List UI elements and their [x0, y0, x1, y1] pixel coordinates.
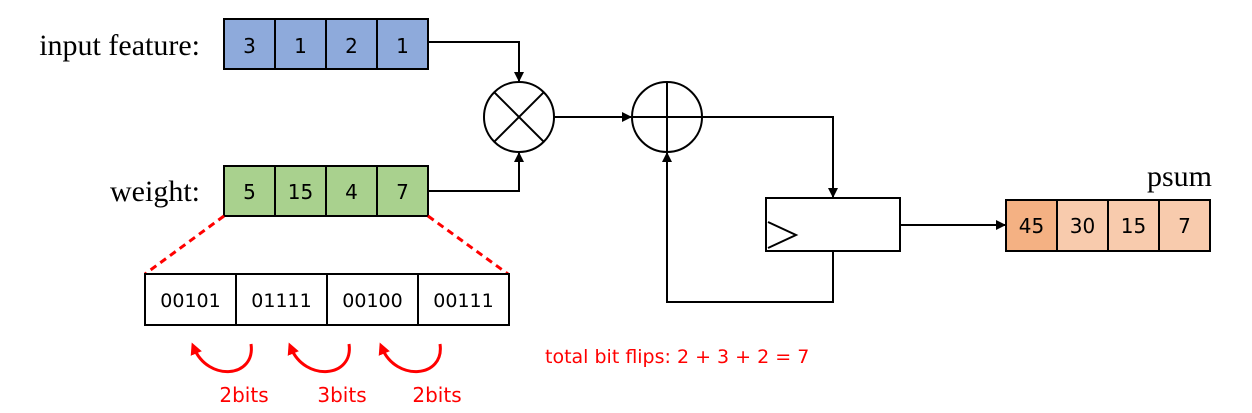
- weight-label: weight:: [110, 175, 200, 208]
- weight-value: 5: [243, 180, 256, 204]
- input-cell: [223, 18, 276, 70]
- clock-triangle-icon: [767, 221, 799, 249]
- psum-label: psum: [1147, 160, 1212, 193]
- psum-cell: [1107, 199, 1160, 252]
- wire-input-to-multiplier: [428, 41, 524, 82]
- multiplier: [483, 81, 555, 153]
- input-value: 3: [243, 34, 256, 58]
- flip-label: 2bits: [219, 383, 268, 407]
- weight-value: 4: [345, 180, 358, 204]
- input-feature-label: input feature:: [39, 29, 200, 62]
- input-value: 1: [396, 34, 409, 58]
- psum-value: 7: [1178, 214, 1191, 238]
- psum-cell: [1005, 199, 1058, 252]
- bits-cell: [417, 273, 510, 326]
- input-value: 2: [345, 34, 358, 58]
- psum-register: 45 30 15 7: [1005, 199, 1211, 252]
- input-feature-register: 3 1 2 1: [223, 18, 429, 70]
- zoom-line-right: [427, 214, 509, 276]
- accumulator-register: [765, 197, 901, 252]
- psum-cell: [1056, 199, 1109, 252]
- bits-cell: [144, 273, 237, 326]
- zoom-line-left: [144, 214, 225, 276]
- weight-bits-register: 00101 01111 00100 00111: [144, 273, 510, 326]
- input-cell: [325, 18, 378, 70]
- input-cell: [274, 18, 327, 70]
- wire-feedback-to-adder: [662, 152, 834, 303]
- weight-cell: [274, 165, 327, 217]
- input-cell: [376, 18, 429, 70]
- psum-cell: [1158, 199, 1211, 252]
- flip-arrow: [190, 342, 253, 374]
- wire-weight-to-multiplier: [428, 152, 524, 192]
- psum-value: 15: [1121, 214, 1146, 238]
- bits-value: 00101: [160, 290, 220, 312]
- weight-cell: [376, 165, 429, 217]
- psum-value: 45: [1019, 214, 1044, 238]
- input-value: 1: [294, 34, 307, 58]
- weight-cell: [325, 165, 378, 217]
- flip-label: 3bits: [317, 383, 366, 407]
- weight-register: 5 15 4 7: [223, 165, 429, 217]
- weight-value: 15: [288, 180, 313, 204]
- adder: [631, 81, 703, 153]
- bits-value: 01111: [251, 290, 311, 312]
- psum-value: 30: [1070, 214, 1095, 238]
- flip-arrow: [287, 342, 351, 374]
- bits-cell: [235, 273, 328, 326]
- flip-label: 2bits: [412, 383, 461, 407]
- wire-adder-to-register: [702, 116, 838, 198]
- flip-arrow: [378, 342, 442, 374]
- weight-cell: [223, 165, 276, 217]
- total-bit-flips: total bit flips: 2 + 3 + 2 = 7: [545, 346, 809, 368]
- weight-value: 7: [396, 180, 409, 204]
- bits-value: 00111: [433, 290, 493, 312]
- bits-value: 00100: [342, 290, 402, 312]
